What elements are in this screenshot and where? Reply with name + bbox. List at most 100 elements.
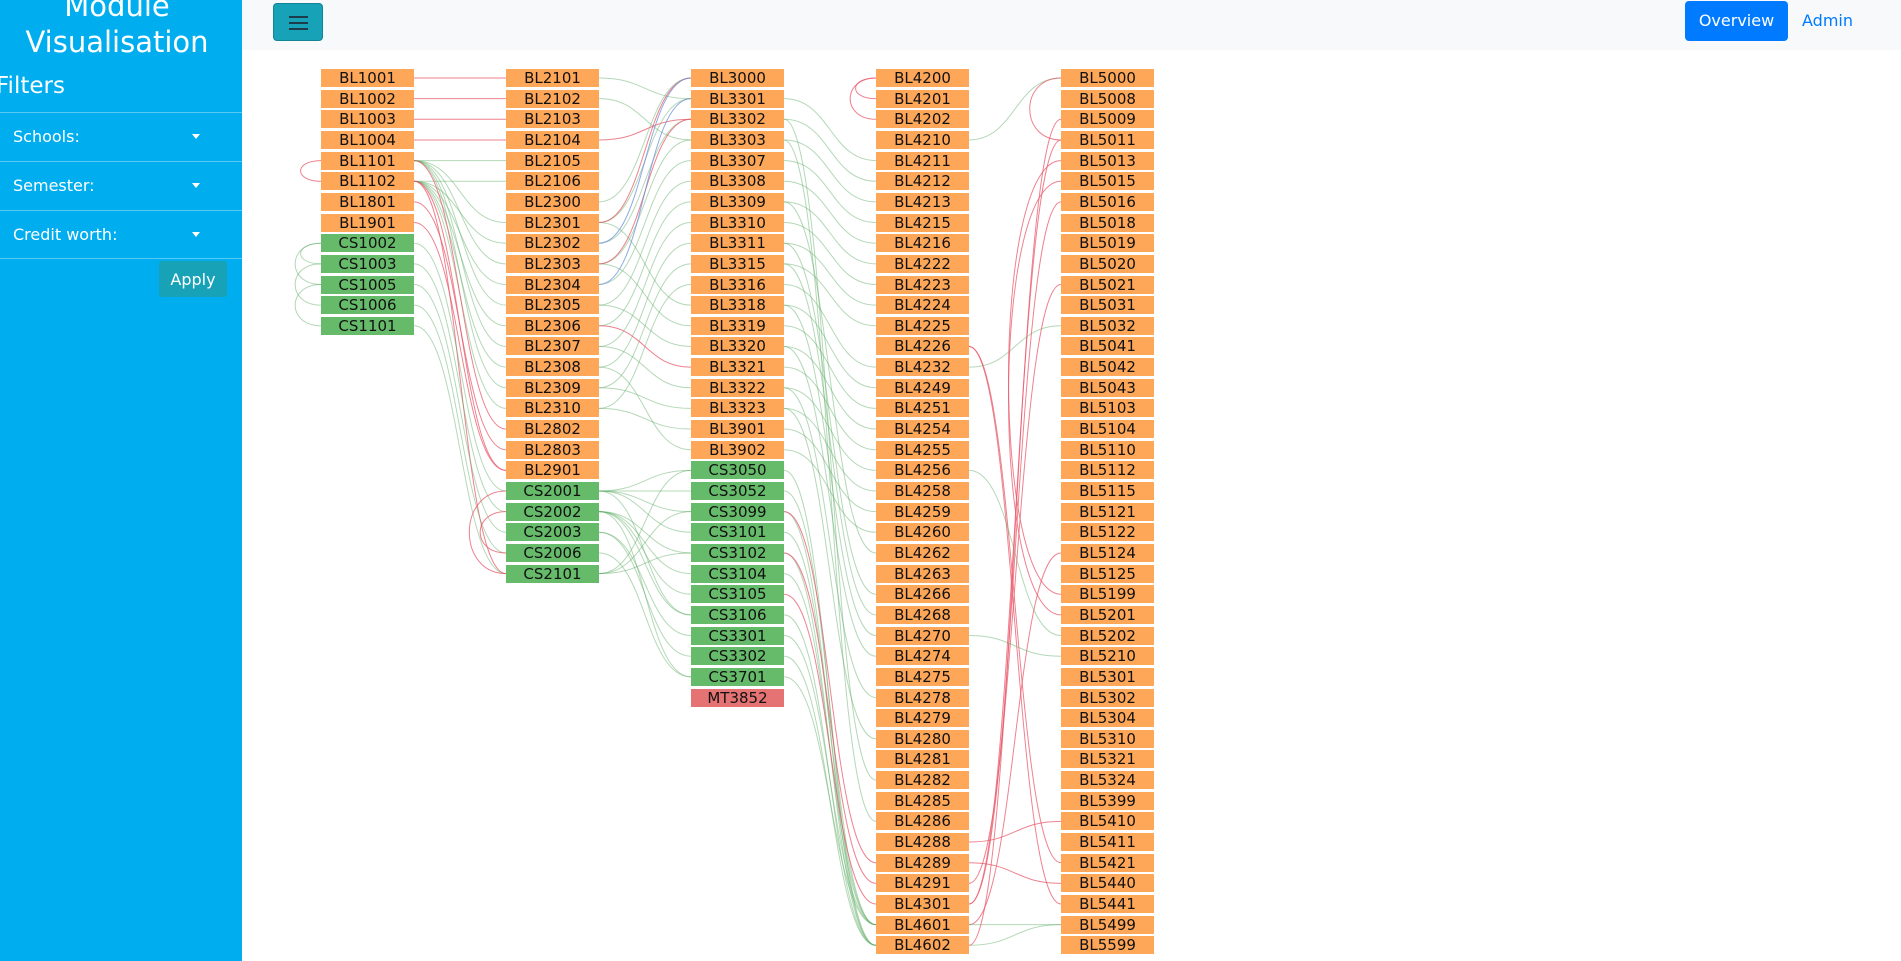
module-node-bl2306[interactable]: BL2306 — [506, 316, 599, 335]
module-node-cs2006[interactable]: CS2006 — [506, 543, 599, 562]
module-node-bl4225[interactable]: BL4225 — [876, 316, 969, 335]
module-node-bl3318[interactable]: BL3318 — [691, 296, 784, 315]
module-node-bl1102[interactable]: BL1102 — [321, 172, 414, 191]
module-node-bl2103[interactable]: BL2103 — [506, 110, 599, 129]
module-node-bl4254[interactable]: BL4254 — [876, 420, 969, 439]
sidebar-toggle-button[interactable] — [273, 3, 323, 41]
module-node-bl2301[interactable]: BL2301 — [506, 213, 599, 232]
module-node-bl5112[interactable]: BL5112 — [1061, 461, 1154, 480]
module-node-bl2106[interactable]: BL2106 — [506, 172, 599, 191]
module-node-bl3301[interactable]: BL3301 — [691, 89, 784, 108]
module-node-bl4255[interactable]: BL4255 — [876, 440, 969, 459]
module-node-bl4281[interactable]: BL4281 — [876, 750, 969, 769]
module-node-bl4602[interactable]: BL4602 — [876, 936, 969, 955]
module-node-cs3302[interactable]: CS3302 — [691, 647, 784, 666]
module-node-bl4274[interactable]: BL4274 — [876, 647, 969, 666]
module-node-cs1101[interactable]: CS1101 — [321, 316, 414, 335]
module-node-bl2105[interactable]: BL2105 — [506, 151, 599, 170]
module-node-bl5410[interactable]: BL5410 — [1061, 812, 1154, 831]
module-node-bl4216[interactable]: BL4216 — [876, 234, 969, 253]
module-node-bl5302[interactable]: BL5302 — [1061, 688, 1154, 707]
module-node-bl3303[interactable]: BL3303 — [691, 130, 784, 149]
module-node-bl2104[interactable]: BL2104 — [506, 130, 599, 149]
module-node-bl5016[interactable]: BL5016 — [1061, 192, 1154, 211]
semester-filter-dropdown[interactable]: Semester: — [0, 161, 242, 209]
module-node-bl4601[interactable]: BL4601 — [876, 915, 969, 934]
module-node-bl2102[interactable]: BL2102 — [506, 89, 599, 108]
module-node-bl5115[interactable]: BL5115 — [1061, 482, 1154, 500]
module-node-bl3902[interactable]: BL3902 — [691, 440, 784, 459]
module-node-bl4260[interactable]: BL4260 — [876, 523, 969, 542]
module-node-bl3315[interactable]: BL3315 — [691, 254, 784, 273]
module-node-bl4280[interactable]: BL4280 — [876, 729, 969, 748]
module-node-bl4212[interactable]: BL4212 — [876, 172, 969, 191]
module-node-bl2802[interactable]: BL2802 — [506, 420, 599, 439]
module-node-bl3320[interactable]: BL3320 — [691, 337, 784, 356]
module-node-bl4201[interactable]: BL4201 — [876, 89, 969, 108]
module-node-bl2303[interactable]: BL2303 — [506, 254, 599, 273]
module-node-bl2309[interactable]: BL2309 — [506, 378, 599, 397]
module-node-cs3104[interactable]: CS3104 — [691, 564, 784, 583]
credit-worth-filter-dropdown[interactable]: Credit worth: — [0, 210, 242, 258]
module-node-bl5008[interactable]: BL5008 — [1061, 89, 1154, 108]
module-node-bl3302[interactable]: BL3302 — [691, 110, 784, 129]
module-node-bl3309[interactable]: BL3309 — [691, 192, 784, 211]
module-node-bl5321[interactable]: BL5321 — [1061, 750, 1154, 769]
module-node-bl5304[interactable]: BL5304 — [1061, 709, 1154, 728]
module-node-bl5599[interactable]: BL5599 — [1061, 936, 1154, 955]
module-node-cs1006[interactable]: CS1006 — [321, 296, 414, 315]
module-node-bl5440[interactable]: BL5440 — [1061, 874, 1154, 893]
module-node-bl4223[interactable]: BL4223 — [876, 275, 969, 294]
module-node-bl5499[interactable]: BL5499 — [1061, 915, 1154, 934]
module-node-bl3322[interactable]: BL3322 — [691, 378, 784, 397]
module-node-bl4286[interactable]: BL4286 — [876, 812, 969, 831]
module-node-cs2101[interactable]: CS2101 — [506, 564, 599, 583]
module-node-cs3050[interactable]: CS3050 — [691, 461, 784, 480]
module-node-bl5032[interactable]: BL5032 — [1061, 316, 1154, 335]
module-node-bl4251[interactable]: BL4251 — [876, 399, 969, 418]
module-node-bl1001[interactable]: BL1001 — [321, 69, 414, 87]
module-node-bl4213[interactable]: BL4213 — [876, 192, 969, 211]
module-node-bl2310[interactable]: BL2310 — [506, 399, 599, 418]
module-node-bl5018[interactable]: BL5018 — [1061, 213, 1154, 232]
module-node-bl3307[interactable]: BL3307 — [691, 151, 784, 170]
module-node-bl5399[interactable]: BL5399 — [1061, 791, 1154, 810]
module-node-bl5042[interactable]: BL5042 — [1061, 358, 1154, 377]
module-node-bl4224[interactable]: BL4224 — [876, 296, 969, 315]
module-node-cs3101[interactable]: CS3101 — [691, 523, 784, 542]
module-node-bl4215[interactable]: BL4215 — [876, 213, 969, 232]
module-node-bl3316[interactable]: BL3316 — [691, 275, 784, 294]
module-node-cs3105[interactable]: CS3105 — [691, 585, 784, 604]
apply-button[interactable]: Apply — [159, 261, 227, 297]
module-node-bl5421[interactable]: BL5421 — [1061, 853, 1154, 872]
module-node-bl4301[interactable]: BL4301 — [876, 895, 969, 913]
module-node-cs1002[interactable]: CS1002 — [321, 234, 414, 253]
module-node-bl4288[interactable]: BL4288 — [876, 833, 969, 852]
module-node-bl5104[interactable]: BL5104 — [1061, 420, 1154, 439]
module-node-bl4285[interactable]: BL4285 — [876, 791, 969, 810]
module-node-bl5020[interactable]: BL5020 — [1061, 254, 1154, 273]
module-node-bl1901[interactable]: BL1901 — [321, 213, 414, 232]
module-node-cs3102[interactable]: CS3102 — [691, 543, 784, 562]
module-node-bl5201[interactable]: BL5201 — [1061, 605, 1154, 624]
module-node-bl5121[interactable]: BL5121 — [1061, 502, 1154, 521]
module-node-bl4222[interactable]: BL4222 — [876, 254, 969, 273]
module-node-bl4279[interactable]: BL4279 — [876, 709, 969, 728]
module-node-bl4200[interactable]: BL4200 — [876, 69, 969, 87]
module-node-bl5310[interactable]: BL5310 — [1061, 729, 1154, 748]
module-node-bl5103[interactable]: BL5103 — [1061, 399, 1154, 418]
module-node-bl4268[interactable]: BL4268 — [876, 605, 969, 624]
module-node-bl4210[interactable]: BL4210 — [876, 130, 969, 149]
admin-nav-link[interactable]: Admin — [1802, 11, 1853, 30]
module-node-bl4262[interactable]: BL4262 — [876, 543, 969, 562]
module-node-bl2300[interactable]: BL2300 — [506, 192, 599, 211]
module-node-bl2901[interactable]: BL2901 — [506, 461, 599, 480]
module-node-bl1004[interactable]: BL1004 — [321, 130, 414, 149]
module-node-bl4291[interactable]: BL4291 — [876, 874, 969, 893]
module-node-bl5125[interactable]: BL5125 — [1061, 564, 1154, 583]
module-node-cs1005[interactable]: CS1005 — [321, 275, 414, 294]
module-node-cs2003[interactable]: CS2003 — [506, 523, 599, 542]
module-node-bl4226[interactable]: BL4226 — [876, 337, 969, 356]
module-node-bl1002[interactable]: BL1002 — [321, 89, 414, 108]
module-node-cs3301[interactable]: CS3301 — [691, 626, 784, 645]
